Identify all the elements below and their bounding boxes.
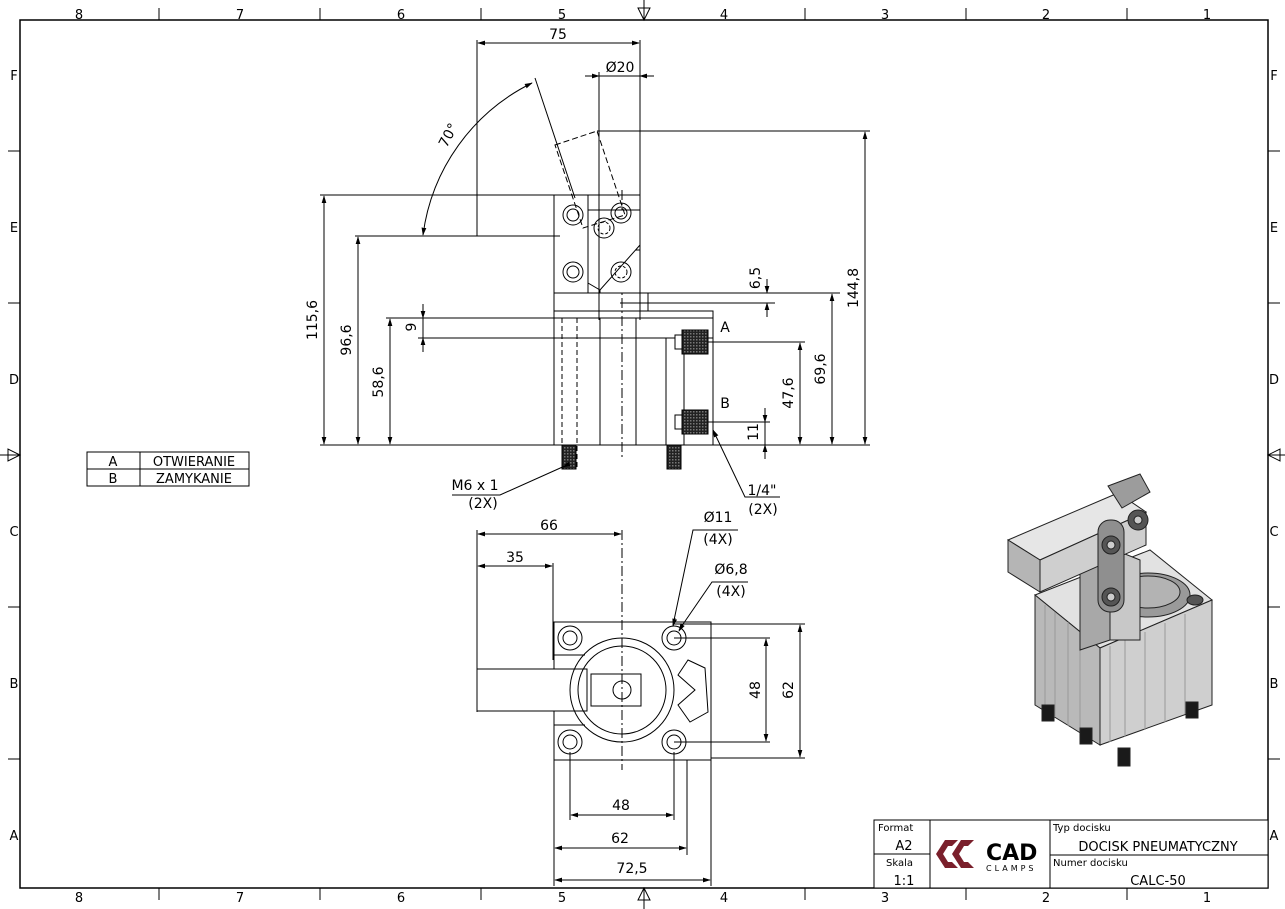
logo-text: CAD [986, 841, 1037, 866]
port-table: A OTWIERANIE B ZAMYKANIE [86, 451, 250, 487]
scale-label: Skala [886, 858, 913, 869]
front-view [320, 40, 870, 470]
dim-115-6: 115,6 [305, 300, 321, 340]
zone-bottom-6: 6 [397, 891, 405, 906]
dim-48-vertical: 48 [748, 681, 764, 699]
dim-69-6: 69,6 [813, 353, 829, 384]
dim-diameter-20: Ø20 [606, 60, 635, 76]
dim-62-vertical: 62 [781, 681, 797, 699]
port-table-a-desc: OTWIERANIE [153, 455, 235, 470]
dim-diameter-11: Ø11 [704, 510, 733, 526]
zone-bottom-1: 1 [1203, 891, 1211, 906]
zone-labels: 8 7 6 5 4 3 2 1 8 7 6 5 4 3 2 1 F E D C … [9, 8, 1279, 906]
zone-left-b: B [10, 677, 19, 692]
front-view-dimension-labels: 75 Ø20 70° 115,6 96,6 58,6 9 6,5 144,8 6… [305, 27, 862, 518]
port-table-b: B [109, 472, 118, 487]
zone-right-a: A [1270, 829, 1279, 844]
dim-6-5: 6,5 [748, 267, 764, 289]
scale-value: 1:1 [894, 874, 915, 889]
dim-9: 9 [404, 323, 420, 332]
thread-quarter-inch-qty: (2X) [748, 502, 777, 518]
port-label-b: B [720, 396, 730, 412]
dim-72-5: 72,5 [616, 861, 647, 877]
zone-bottom-4: 4 [720, 891, 728, 906]
zone-right-e: E [1270, 221, 1278, 236]
top-view-dimension-labels: 66 35 Ø11 (4X) Ø6,8 (4X) 48 62 48 62 72,… [506, 510, 797, 877]
dim-diameter-6-8-qty: (4X) [716, 584, 745, 600]
zone-top-6: 6 [397, 8, 405, 23]
zone-bottom-8: 8 [75, 891, 83, 906]
type-value: DOCISK PNEUMATYCZNY [1078, 840, 1237, 855]
port-table-a: A [109, 455, 118, 470]
format-label: Format [878, 823, 913, 834]
dim-47-6: 47,6 [781, 377, 797, 408]
dim-diameter-11-qty: (4X) [703, 532, 732, 548]
zone-right-b: B [1270, 677, 1279, 692]
zone-top-2: 2 [1042, 8, 1050, 23]
zone-top-1: 1 [1203, 8, 1211, 23]
zone-bottom-3: 3 [881, 891, 889, 906]
zone-top-5: 5 [558, 8, 566, 23]
dim-144-8: 144,8 [846, 268, 862, 308]
top-view-dimensions [477, 529, 803, 883]
zone-right-c: C [1269, 525, 1278, 540]
port-table-b-desc: ZAMYKANIE [156, 472, 232, 487]
zone-top-4: 4 [720, 8, 728, 23]
dim-96-6: 96,6 [339, 324, 355, 355]
zone-bottom-5: 5 [558, 891, 566, 906]
thread-quarter-inch-label: 1/4" [748, 483, 777, 499]
zone-left-c: C [9, 525, 18, 540]
number-label: Numer docisku [1053, 858, 1128, 869]
top-view [476, 530, 805, 886]
dim-66: 66 [540, 518, 558, 534]
dim-58-6: 58,6 [371, 366, 387, 397]
zone-left-f: F [10, 69, 17, 84]
port-label-a: A [720, 320, 730, 336]
zone-top-7: 7 [236, 8, 244, 23]
number-value: CALC-50 [1130, 874, 1186, 889]
dim-62-horizontal: 62 [611, 831, 629, 847]
zone-right-d: D [1269, 373, 1279, 388]
dim-75: 75 [549, 27, 567, 43]
dim-11: 11 [746, 423, 762, 441]
zone-top-8: 8 [75, 8, 83, 23]
isometric-view [1006, 473, 1213, 767]
thread-m6-label: M6 x 1 [451, 478, 498, 494]
zone-left-d: D [9, 373, 19, 388]
type-label: Typ docisku [1052, 823, 1111, 834]
dim-35: 35 [506, 550, 524, 566]
format-value: A2 [895, 839, 912, 854]
thread-m6-qty: (2X) [468, 496, 497, 512]
zone-left-a: A [10, 829, 19, 844]
zone-right-f: F [1270, 69, 1277, 84]
cad-clamps-logo: CAD CLAMPS [936, 840, 1037, 873]
zone-bottom-2: 2 [1042, 891, 1050, 906]
logo-subtext: CLAMPS [986, 864, 1037, 873]
front-view-dimensions [321, 40, 868, 498]
zone-top-3: 3 [881, 8, 889, 23]
zone-left-e: E [10, 221, 18, 236]
dim-48-horizontal: 48 [612, 798, 630, 814]
zone-bottom-7: 7 [236, 891, 244, 906]
title-block-text: Format A2 Skala 1:1 Typ docisku DOCISK P… [878, 823, 1238, 889]
dim-diameter-6-8: Ø6,8 [714, 562, 747, 578]
